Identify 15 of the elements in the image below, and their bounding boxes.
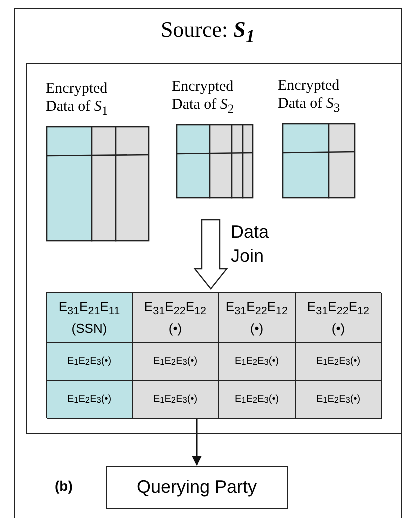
- node-heading: Encrypted Data of S$_{2}$: [172, 78, 236, 118]
- node-heading: Encrypted Data of S$_{1}$: [46, 80, 110, 120]
- panel-label: (b): [55, 478, 73, 494]
- data-table: [46, 292, 381, 418]
- process-box: [106, 466, 288, 509]
- inner-box: [26, 63, 402, 434]
- box-title: Source: S$_{1}$: [160, 17, 256, 48]
- column-header: E$_{31}$E$_{22}$E$_{12}$ (•): [219, 293, 296, 343]
- column-header: E$_{31}$E$_{21}$E$_{11}$ (SSN): [47, 293, 133, 343]
- node-heading: Encrypted Data of S$_{3}$: [278, 77, 342, 117]
- block-arrow: [194, 219, 228, 290]
- column-header: E$_{31}$E$_{22}$E$_{12}$ (•): [133, 293, 219, 343]
- source-box: [14, 8, 402, 518]
- node-label: Querying Party: [136, 476, 258, 499]
- column-header: E$_{31}$E$_{22}$E$_{12}$ (•): [296, 293, 382, 343]
